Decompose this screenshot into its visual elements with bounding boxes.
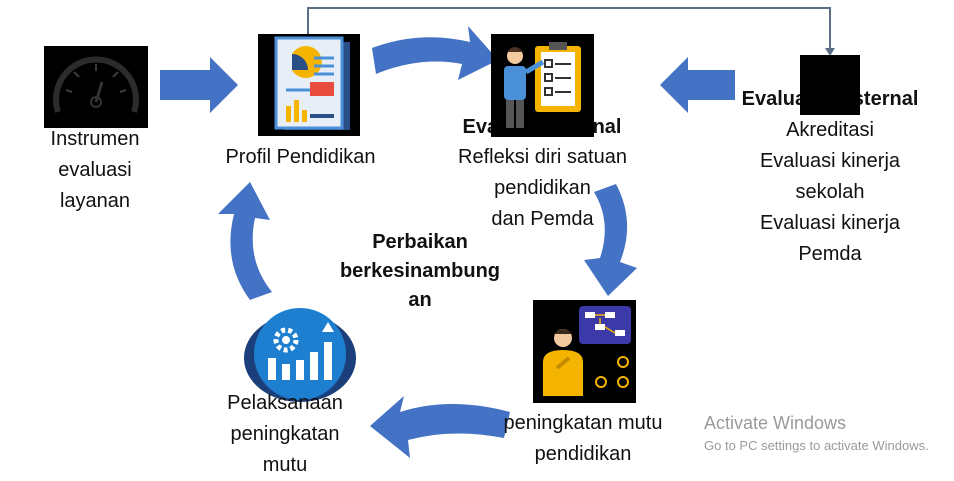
arrow-profil-to-internal xyxy=(372,26,498,80)
eksternal-image-placeholder xyxy=(800,55,860,115)
arrow-pelaksanaan-to-profil xyxy=(218,182,272,300)
center-label: Perbaikan berkesinambung an xyxy=(339,231,501,311)
instrumen-label: Instrumen evaluasi layanan xyxy=(50,128,140,212)
thinking-flowchart-icon xyxy=(533,300,636,403)
gear-growth-icon xyxy=(242,302,358,402)
presenter-checklist-icon xyxy=(491,34,594,137)
connector-arrowhead xyxy=(825,48,835,56)
arrow-eksternal-to-internal xyxy=(660,57,735,113)
speedometer-icon xyxy=(44,46,148,128)
report-document-icon xyxy=(258,34,360,136)
pelaksanaan-label: Pelaksanaan peningkatan mutu xyxy=(227,392,343,476)
activate-windows-title: Activate Windows xyxy=(704,413,847,433)
activate-windows-subtitle: Go to PC settings to activate Windows. xyxy=(704,438,929,453)
feedback-connector xyxy=(307,7,831,56)
arrow-instrumen-to-profil xyxy=(160,57,238,113)
internal-label: Refleksi diri satuan pendidikan dan Pemd… xyxy=(458,146,627,230)
arrow-peningkatan-to-pelaksanaan xyxy=(370,396,510,458)
peningkatan-label: peningkatan mutu pendidikan xyxy=(503,412,663,465)
arrow-internal-to-peningkatan xyxy=(584,184,637,296)
profil-label: Profil Pendidikan xyxy=(225,146,376,168)
